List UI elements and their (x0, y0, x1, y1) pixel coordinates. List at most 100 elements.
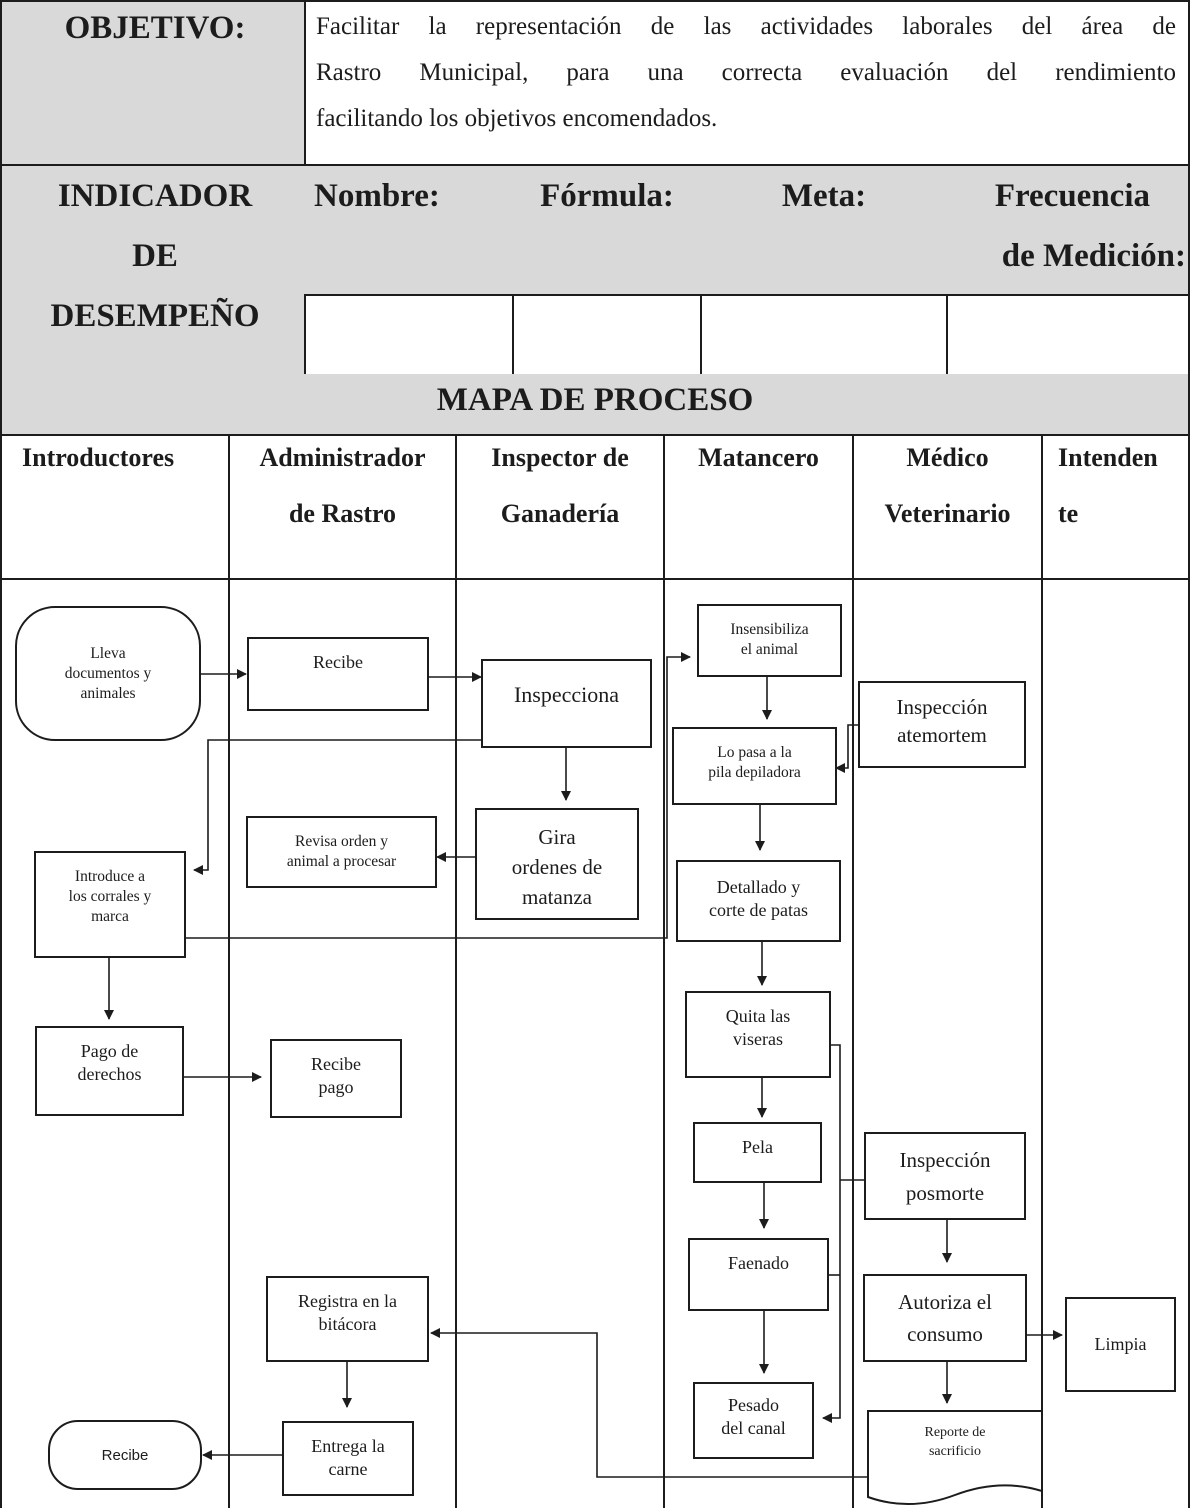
node-text: pila depiladora (708, 764, 801, 781)
lane-inspector: Inspector de Ganadería (457, 430, 663, 542)
objetivo-text: Facilitar la representación de las activ… (316, 4, 1176, 142)
node-text: Registra en la (298, 1291, 397, 1311)
arrow-inspecciona-to-introduce (193, 739, 483, 875)
lane-label: Médico (906, 443, 989, 472)
frecuencia-line: Frecuencia (994, 178, 1150, 214)
swimlane-frame (0, 434, 1190, 1508)
node-text: Gira (538, 825, 576, 849)
node-text: Limpia (1094, 1334, 1147, 1354)
node-text: Recibe (313, 652, 363, 672)
node-text: los corrales y (68, 888, 152, 905)
node-inspecciona: Inspecciona (481, 659, 652, 748)
indicador-cell: INDICADOR DE DESEMPEÑO (0, 164, 306, 376)
node-text: el animal (740, 641, 799, 658)
node-gira-ordenes: Gira ordenes de matanza (475, 808, 639, 920)
node-text: Insensibiliza (730, 621, 809, 638)
lane-label: Intenden (1058, 443, 1158, 472)
lane-label: Matancero (698, 443, 819, 472)
node-pago-derechos: Pago de derechos (35, 1026, 184, 1116)
node-text: atemortem (897, 723, 987, 747)
objetivo-label: OBJETIVO: (64, 10, 246, 46)
arrow-atemortem-to-pila (835, 724, 858, 773)
lane-medico: Médico Veterinario (854, 430, 1041, 542)
node-text: consumo (907, 1322, 983, 1346)
objetivo-text-cell: Facilitar la representación de las activ… (304, 0, 1190, 166)
node-text: sacrificio (928, 1444, 982, 1459)
node-text: matanza (522, 885, 592, 909)
node-inspeccion-posmorte: Inspección posmorte (864, 1132, 1026, 1220)
lane-label: Veterinario (884, 499, 1011, 528)
frecuencia-header-cell: Frecuencia de Medición: (946, 164, 1190, 296)
node-faenado: Faenado (688, 1238, 829, 1311)
node-text: bitácora (318, 1314, 377, 1334)
node-text: Pela (742, 1137, 773, 1157)
objetivo-line: Facilitar la representación de las activ… (316, 13, 1176, 40)
node-text: del canal (721, 1418, 786, 1438)
objetivo-line: facilitando los objetivos encomendados. (316, 105, 718, 132)
node-lleva-documentos: Lleva documentos y animales (15, 606, 201, 741)
node-text: Inspección (899, 1148, 991, 1172)
node-text: Entrega la (311, 1436, 385, 1456)
node-text: Inspecciona (513, 682, 620, 707)
nombre-label: Nombre: (314, 178, 440, 214)
nombre-header-cell: Nombre: (304, 164, 514, 296)
node-text: Recibe (311, 1054, 361, 1074)
node-limpia: Limpia (1065, 1297, 1176, 1392)
lane-divider (663, 434, 665, 1508)
meta-header-cell: Meta: (700, 164, 948, 296)
lane-label: Inspector de (491, 443, 629, 472)
objetivo-label-cell: OBJETIVO: (0, 0, 306, 166)
lane-divider (1041, 434, 1043, 1508)
node-recibe-pago: Recibe pago (270, 1039, 402, 1118)
node-text: marca (91, 908, 129, 925)
indicador-label: INDICADOR DE DESEMPEÑO (2, 166, 308, 346)
document-shape-reporte (867, 1410, 1043, 1505)
meta-label: Meta: (781, 178, 867, 214)
node-entrega-carne: Entrega la carne (282, 1421, 414, 1496)
node-text: ordenes de (511, 855, 603, 879)
node-text: Introduce a (74, 868, 146, 885)
objetivo-line: Rastro Municipal, para una correcta eval… (316, 59, 1176, 86)
indicador-line: DE (132, 238, 178, 274)
node-text: Lo pasa a la (717, 744, 792, 761)
node-text: derechos (77, 1064, 142, 1084)
node-text: carne (328, 1459, 368, 1479)
lane-introductores: Introductores (22, 430, 174, 486)
node-text: Inspección (896, 695, 988, 719)
indicador-line: DESEMPEÑO (50, 298, 260, 334)
node-text: Detallado y (716, 877, 801, 897)
indicador-line: INDICADOR (57, 178, 253, 214)
node-text: Recibe (101, 1446, 149, 1464)
lane-intendente: Intenden te (1058, 430, 1158, 542)
lane-label: Introductores (22, 443, 175, 472)
node-text: Pesado (728, 1395, 779, 1415)
node-text: animales (80, 684, 136, 702)
lane-divider (228, 434, 230, 1508)
frecuencia-line: de Medición: (1001, 238, 1186, 274)
lane-label: de Rastro (288, 499, 397, 528)
frecuencia-label: Frecuencia de Medición: (946, 166, 1186, 286)
lane-label: Administrador (259, 443, 426, 472)
lane-divider (455, 434, 457, 1508)
arrow-introduce-to-insensibiliza (185, 652, 691, 939)
node-text: viseras (733, 1029, 783, 1049)
node-text: animal a procesar (286, 853, 397, 870)
node-text: documentos y (64, 664, 152, 682)
node-text: pago (318, 1077, 354, 1097)
arrow-reporte-to-registra (430, 1328, 868, 1478)
node-text: corte de patas (709, 900, 808, 920)
node-introduce-corrales: Introduce a los corrales y marca (34, 851, 186, 958)
lane-matancero: Matancero (665, 430, 852, 486)
node-text: Autoriza el (898, 1290, 992, 1314)
node-reporte-sacrificio: Reporte de sacrificio (868, 1411, 1042, 1491)
node-pela: Pela (693, 1122, 822, 1183)
node-text: Pago de (80, 1041, 139, 1061)
bracket-matancero-to-posmorte (822, 1044, 841, 1423)
node-text: Quita las (725, 1006, 791, 1026)
lane-label: Ganadería (500, 499, 620, 528)
node-text: posmorte (905, 1181, 985, 1205)
mapa-title-cell: MAPA DE PROCESO (0, 374, 1190, 436)
formula-header-cell: Fórmula: (512, 164, 702, 296)
